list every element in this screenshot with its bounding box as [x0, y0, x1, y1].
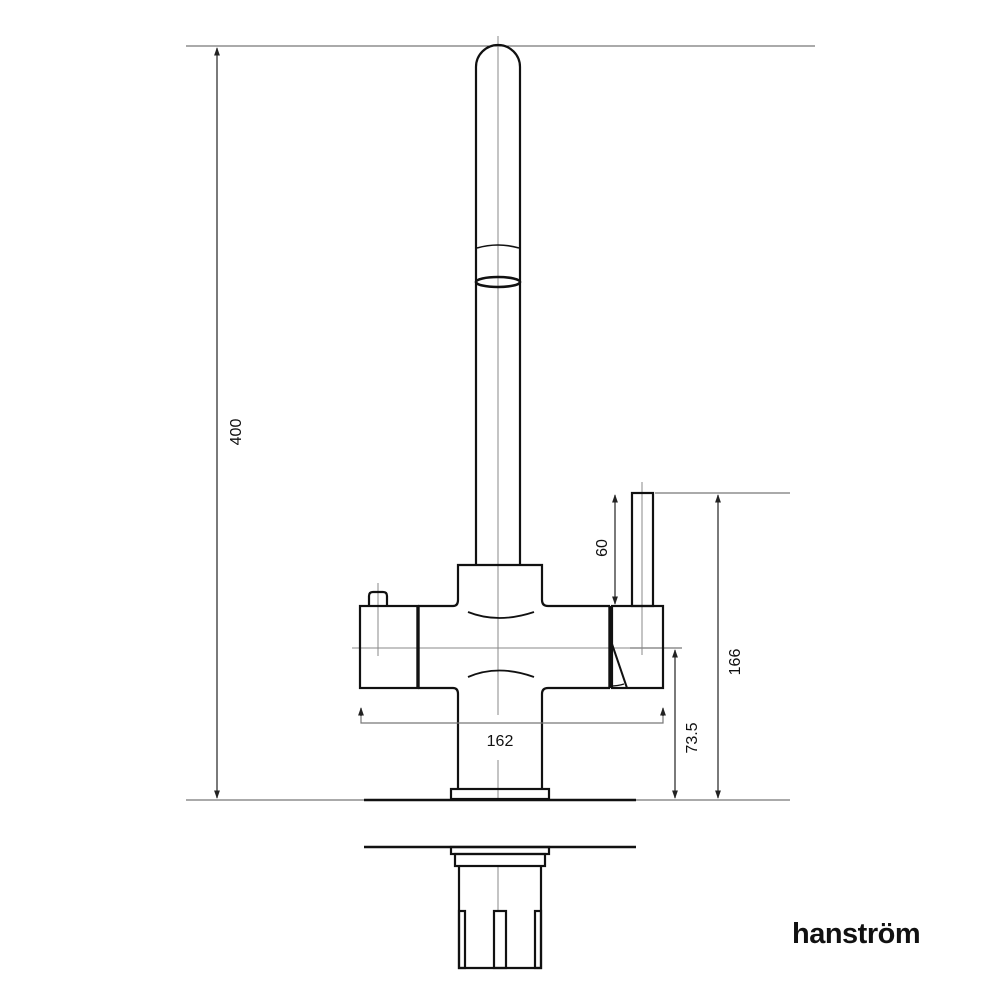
- sleeve-slot-left: [457, 909, 467, 970]
- valve-body-outline: [418, 563, 610, 789]
- valve-body: [418, 563, 610, 789]
- dim-162-line: [360, 710, 664, 724]
- spout-ring-lower: [474, 275, 522, 289]
- mount-sleeve: [457, 866, 543, 970]
- dim-166-label: 166: [727, 649, 744, 676]
- extension-lines: [186, 45, 815, 801]
- right-lever: [608, 491, 665, 690]
- lever-slant: [611, 643, 628, 689]
- lever-slant-arc: [609, 683, 625, 687]
- spout-ring-upper: [476, 244, 520, 249]
- sleeve-slot-center: [492, 909, 508, 970]
- brand-logo: hanström: [792, 918, 921, 950]
- spout: [474, 43, 522, 565]
- dimension-lines: [214, 47, 721, 799]
- valve-body-upper-arc: [467, 611, 535, 619]
- center-lines: [352, 36, 643, 912]
- left-cap-body: [358, 604, 420, 690]
- mounting-kit: [364, 845, 636, 970]
- left-handle-cap: [358, 590, 420, 690]
- spout-outline: [474, 43, 522, 565]
- dim-162-label: 162: [487, 733, 514, 750]
- button-icon: [367, 590, 389, 606]
- base-plate: [449, 787, 551, 801]
- sleeve-slot-right: [533, 909, 543, 970]
- valve-body-lower-arc: [467, 669, 535, 678]
- mount-nut-lower: [453, 852, 547, 868]
- dim-73-5-label: 73.5: [684, 722, 701, 753]
- dim-400-label: 400: [228, 419, 245, 446]
- base: [364, 787, 636, 802]
- dim-60-label: 60: [594, 539, 611, 557]
- lever-housing: [610, 604, 665, 690]
- lever-handle: [630, 491, 655, 608]
